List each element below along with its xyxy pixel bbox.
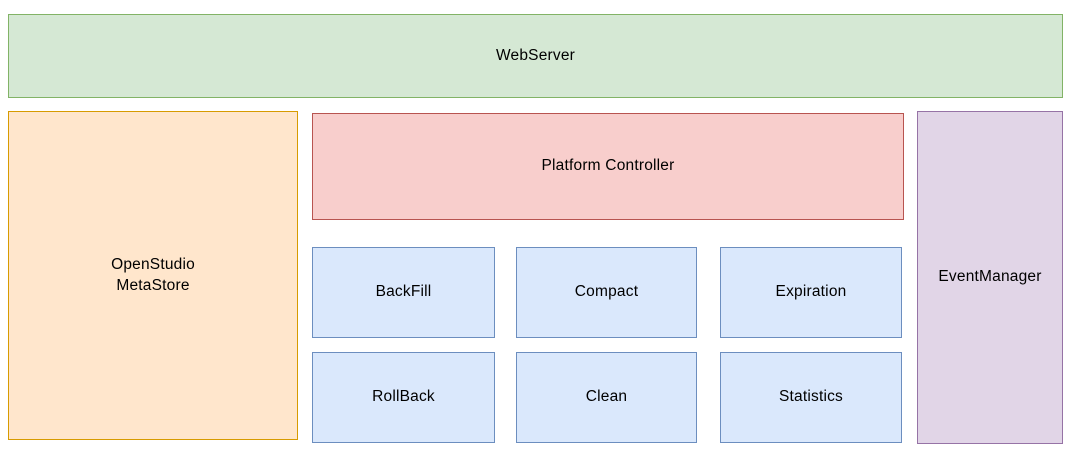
clean-label: Clean: [585, 388, 628, 406]
backfill-label: BackFill: [375, 283, 432, 301]
platform-controller-label: Platform Controller: [541, 157, 675, 175]
rollback-label: RollBack: [372, 388, 435, 406]
webserver-box: WebServer: [8, 14, 1063, 98]
platform-controller-box: Platform Controller: [312, 113, 904, 220]
eventmanager-box: EventManager: [917, 111, 1063, 444]
backfill-box: BackFill: [312, 247, 495, 338]
compact-box: Compact: [516, 247, 697, 338]
compact-label: Compact: [574, 283, 639, 301]
expiration-box: Expiration: [720, 247, 902, 338]
statistics-label: Statistics: [778, 388, 843, 406]
rollback-box: RollBack: [312, 352, 495, 443]
openstudio-metastore-label-line2: MetaStore: [116, 276, 190, 294]
openstudio-metastore-label-line1: OpenStudio: [111, 255, 195, 273]
webserver-label: WebServer: [495, 46, 576, 64]
expiration-label: Expiration: [775, 283, 847, 301]
statistics-box: Statistics: [720, 352, 902, 443]
eventmanager-label: EventManager: [938, 268, 1042, 286]
openstudio-metastore-box: OpenStudio MetaStore: [8, 111, 298, 440]
clean-box: Clean: [516, 352, 697, 443]
